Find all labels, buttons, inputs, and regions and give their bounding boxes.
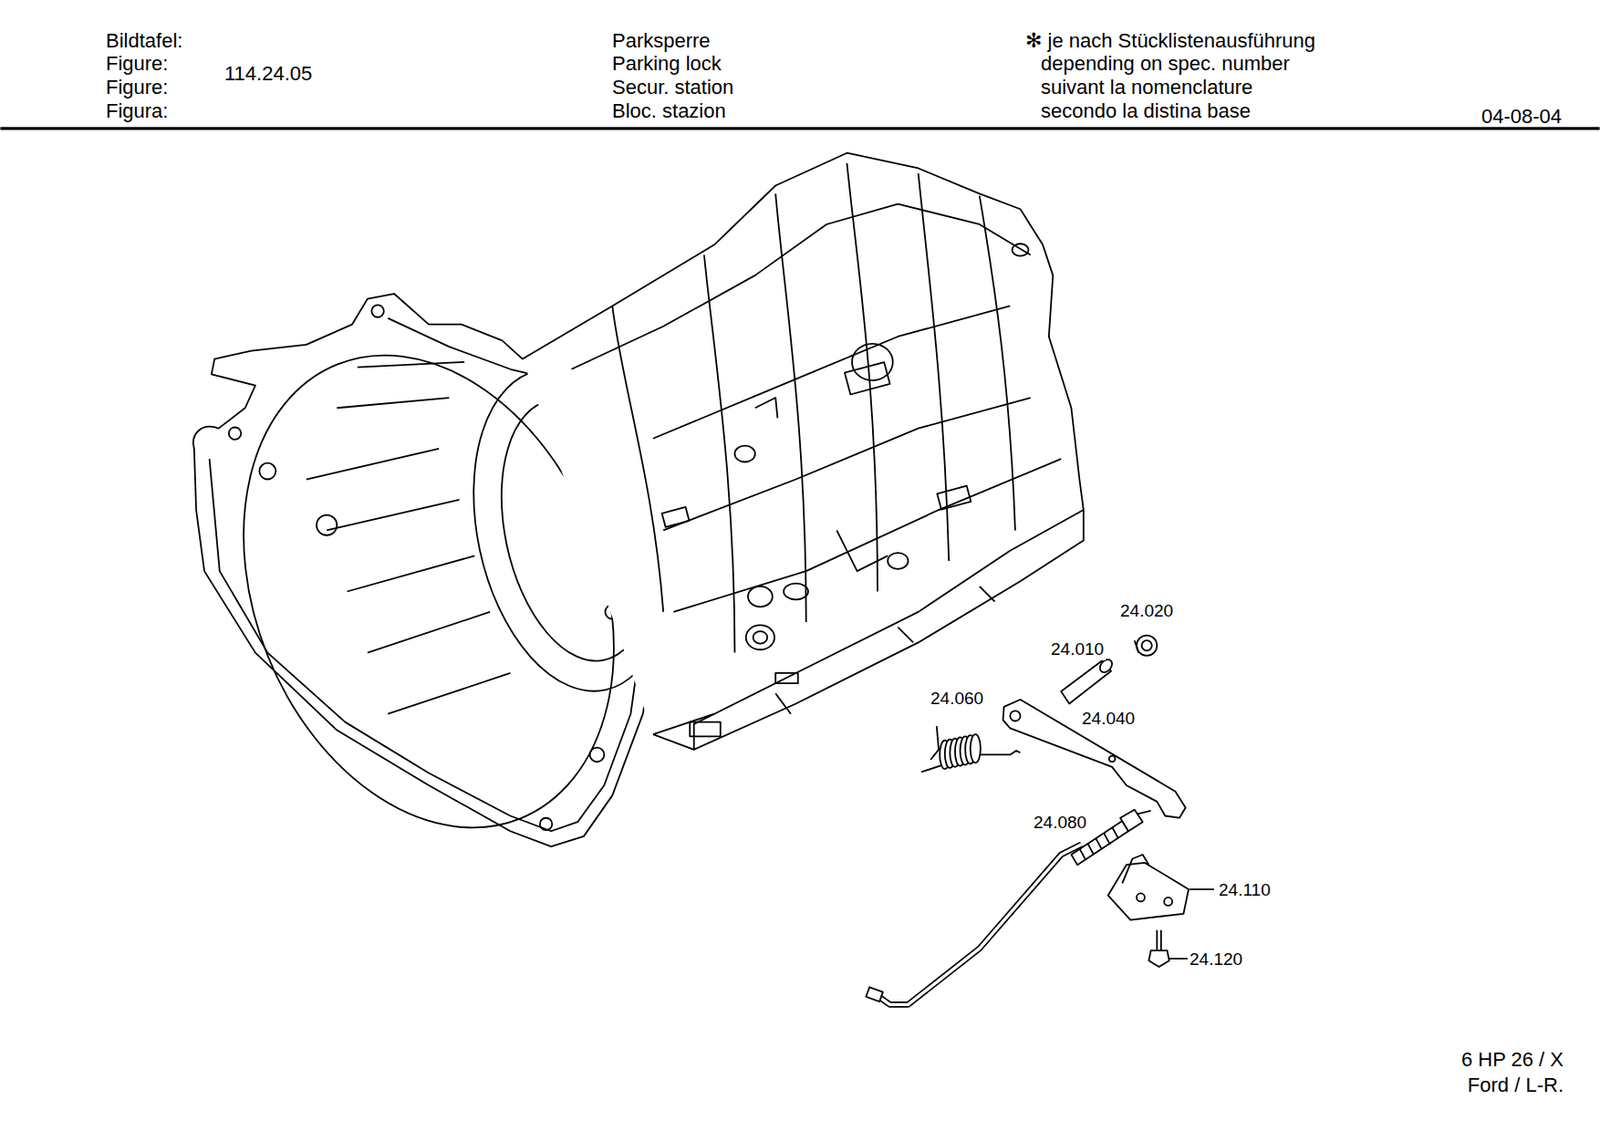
transmission-housing xyxy=(259,463,276,480)
date: 04-08-04 xyxy=(1481,105,1562,128)
callout-number: 24.120 xyxy=(1187,948,1245,971)
transmission-housing xyxy=(689,722,721,738)
callout-number: 24.010 xyxy=(1049,638,1106,661)
transmission-housing xyxy=(653,509,1084,750)
transmission-housing xyxy=(783,583,809,601)
figure-number: 114.24.05 xyxy=(224,62,312,85)
transmission-housing xyxy=(936,486,971,510)
transmission-housing xyxy=(522,153,1084,735)
parking-lock-parts xyxy=(1136,893,1145,902)
note: ✻ je nach Stücklistenausführung xyxy=(1025,30,1316,52)
title: Secur. station xyxy=(612,76,734,99)
transmission-housing xyxy=(1012,243,1029,256)
parking-lock-parts xyxy=(1003,699,1186,819)
transmission-housing xyxy=(887,552,908,570)
transmission-housing xyxy=(306,362,511,715)
transmission-housing xyxy=(228,426,241,439)
header-rule xyxy=(0,126,1600,130)
parking-lock-parts xyxy=(1142,640,1153,651)
callout-number: 24.080 xyxy=(1031,811,1089,834)
title: Parking lock xyxy=(612,52,722,75)
callout-number: 24.110 xyxy=(1216,879,1273,902)
header-label: Figure: xyxy=(105,52,168,75)
parking-lock-parts xyxy=(1137,810,1152,814)
transmission-housing xyxy=(371,304,384,317)
transmission-housing xyxy=(176,153,1084,884)
note: depending on spec. number xyxy=(1040,52,1290,75)
model-label: Ford / L-R. xyxy=(1467,1074,1564,1097)
callout-number: 24.060 xyxy=(928,687,986,710)
note: suivant la nomenclature xyxy=(1040,76,1253,99)
parking-lock-parts xyxy=(1122,854,1149,884)
parking-lock-parts xyxy=(1163,897,1173,906)
transmission-housing xyxy=(753,631,769,644)
parking-lock-parts xyxy=(875,844,1082,1006)
transmission-housing xyxy=(844,362,891,395)
transmission-housing xyxy=(734,446,755,463)
transmission-housing xyxy=(571,204,1031,370)
leader-line xyxy=(1169,957,1188,960)
parking-lock-parts xyxy=(1136,635,1157,656)
transmission-housing xyxy=(775,673,799,684)
parking-lock-parts xyxy=(1109,756,1116,763)
leader-line xyxy=(1189,888,1215,891)
transmission-housing xyxy=(590,748,605,763)
parking-lock-parts xyxy=(1009,710,1020,721)
parking-lock-parts xyxy=(1156,930,1161,951)
parking-lock-parts xyxy=(1134,640,1139,653)
transmission-housing xyxy=(755,397,888,572)
note: secondo la distina base xyxy=(1040,100,1251,123)
header-label: Figure: xyxy=(105,76,168,99)
parking-lock-parts xyxy=(1108,862,1189,921)
transmission-housing xyxy=(653,305,1061,612)
parking-lock-parts xyxy=(865,635,1189,1006)
transmission-housing xyxy=(540,818,552,831)
header-rule xyxy=(0,127,1600,129)
transmission-housing xyxy=(612,163,1016,654)
transmission-housing xyxy=(694,586,996,750)
model-label: 6 HP 26 / X xyxy=(1461,1049,1564,1071)
header-label: Bildtafel: xyxy=(105,30,183,52)
transmission-housing xyxy=(748,586,773,607)
title: Bloc. stazion xyxy=(612,100,727,123)
title: Parksperre xyxy=(612,30,711,52)
transmission-housing xyxy=(746,624,775,650)
parking-lock-parts xyxy=(979,750,1021,755)
parking-lock-parts xyxy=(875,844,1082,1006)
parking-lock-parts xyxy=(865,987,884,1002)
callout-number: 24.040 xyxy=(1080,707,1137,730)
callout-number: 24.020 xyxy=(1118,600,1175,623)
parking-lock-parts xyxy=(1148,950,1169,967)
parking-lock-parts xyxy=(970,734,981,763)
transmission-housing xyxy=(316,515,337,536)
transmission-housing xyxy=(662,507,690,528)
header-label: Figura: xyxy=(105,100,168,123)
